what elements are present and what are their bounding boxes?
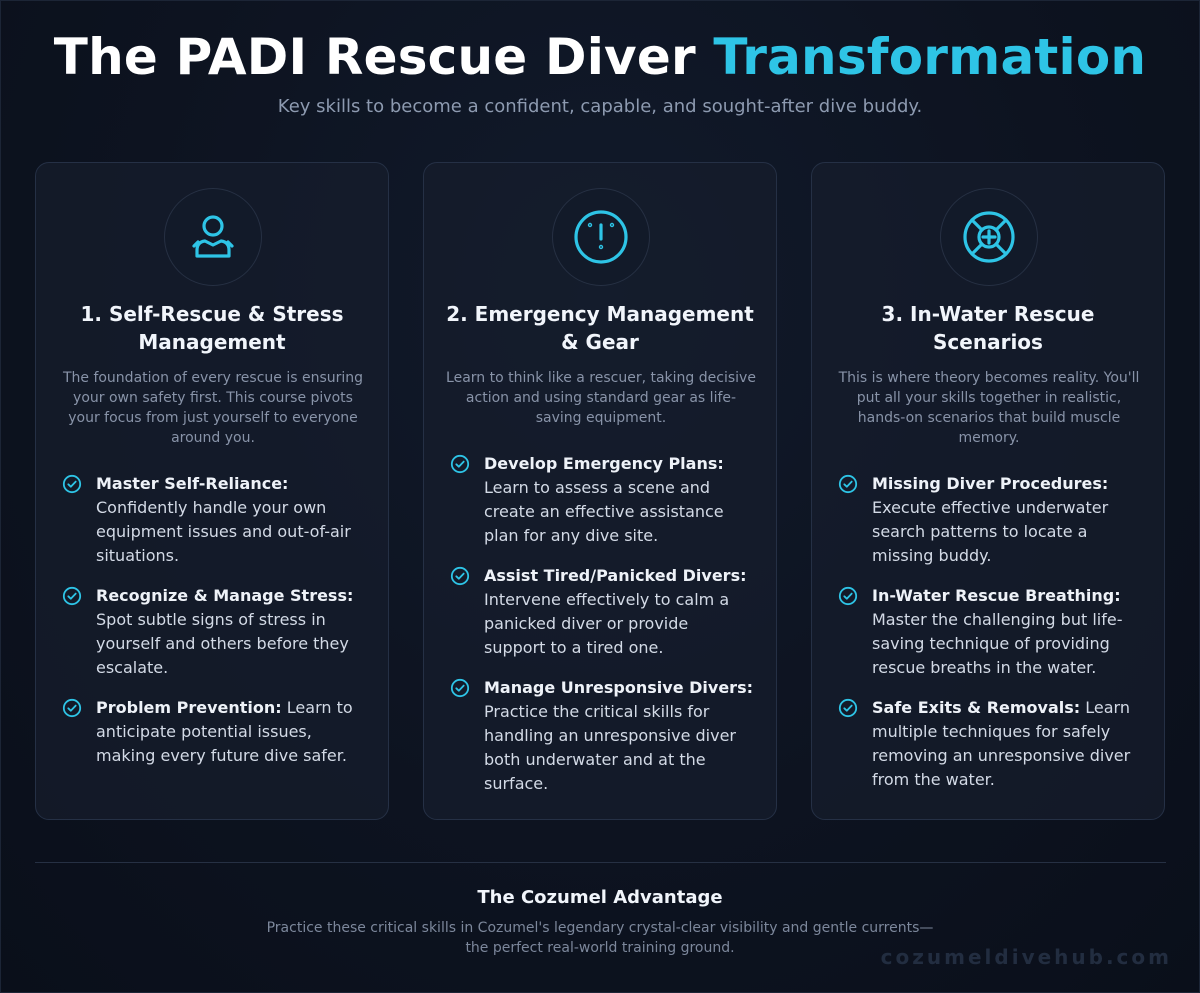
- alert-icon: [574, 210, 628, 264]
- skill-label: Manage Unresponsive Divers:: [484, 678, 753, 697]
- skill-item: Safe Exits & Removals: Learn multiple te…: [838, 696, 1142, 792]
- skill-text: Learn to anticipate potential issues, ma…: [96, 698, 353, 765]
- footer-text: Practice these critical skills in Cozume…: [266, 920, 934, 956]
- skill-item: In-Water Rescue Breathing: Master the ch…: [838, 584, 1142, 680]
- card-description: Learn to think like a rescuer, taking de…: [446, 370, 756, 426]
- card-icon-circle: [552, 188, 650, 286]
- page-title: The PADI Rescue Diver Transformation: [0, 28, 1200, 86]
- card-icon-circle: [164, 188, 262, 286]
- check-circle-icon: [838, 698, 858, 718]
- card-in-water-rescue: 3. In-Water Rescue Scenarios This is whe…: [811, 162, 1165, 820]
- card-icon-circle: [940, 188, 1038, 286]
- check-circle-icon: [838, 586, 858, 606]
- card-title: 3. In-Water Rescue Scenarios: [881, 302, 1095, 354]
- footer-divider: [35, 862, 1166, 863]
- skill-label: Problem Prevention:: [96, 698, 282, 717]
- check-circle-icon: [838, 474, 858, 494]
- page-subtitle: Key skills to become a confident, capabl…: [277, 96, 923, 117]
- skill-label: Master Self-Reliance:: [96, 474, 289, 493]
- skill-label: Missing Diver Procedures:: [872, 474, 1109, 493]
- card-description: The foundation of every rescue is ensuri…: [62, 370, 364, 446]
- skill-list: Develop Emergency Plans: Learn to assess…: [450, 452, 754, 812]
- card-emergency-management: 2. Emergency Management & Gear Learn to …: [423, 162, 777, 820]
- skill-list: Master Self-Reliance: Confidently handle…: [62, 472, 366, 784]
- check-circle-icon: [450, 678, 470, 698]
- title-accent: Transformation: [713, 28, 1147, 86]
- watermark: cozumeldivehub.com: [880, 945, 1172, 969]
- check-circle-icon: [450, 454, 470, 474]
- skill-text: Practice the critical skills for handlin…: [484, 702, 736, 793]
- skill-item: Missing Diver Procedures: Execute effect…: [838, 472, 1142, 568]
- skill-item: Problem Prevention: Learn to anticipate …: [62, 696, 366, 768]
- person-icon: [192, 215, 234, 258]
- skill-label: In-Water Rescue Breathing:: [872, 586, 1121, 605]
- skill-text: Spot subtle signs of stress in yourself …: [96, 610, 349, 677]
- skill-text: Master the challenging but life-saving t…: [872, 610, 1123, 677]
- skill-item: Recognize & Manage Stress: Spot subtle s…: [62, 584, 366, 680]
- skill-label: Assist Tired/Panicked Divers:: [484, 566, 747, 585]
- card-title: 2. Emergency Management & Gear: [446, 302, 754, 354]
- check-circle-icon: [450, 566, 470, 586]
- skill-text: Learn to assess a scene and create an ef…: [484, 478, 724, 545]
- lifebuoy-icon: [963, 211, 1015, 263]
- skill-list: Missing Diver Procedures: Execute effect…: [838, 472, 1142, 808]
- skill-text: Learn multiple techniques for safely rem…: [872, 698, 1131, 789]
- skill-text: Confidently handle your own equipment is…: [96, 498, 351, 565]
- skill-text: Intervene effectively to calm a panicked…: [484, 590, 730, 657]
- footer-title: The Cozumel Advantage: [477, 887, 723, 908]
- check-circle-icon: [62, 586, 82, 606]
- check-circle-icon: [62, 698, 82, 718]
- skill-item: Assist Tired/Panicked Divers: Intervene …: [450, 564, 754, 660]
- skill-label: Safe Exits & Removals:: [872, 698, 1081, 717]
- title-main: The PADI Rescue Diver: [53, 28, 714, 86]
- skill-text: Execute effective underwater search patt…: [872, 498, 1109, 565]
- card-description: This is where theory becomes reality. Yo…: [838, 370, 1140, 446]
- check-circle-icon: [62, 474, 82, 494]
- card-title: 1. Self-Rescue & Stress Management: [80, 302, 344, 354]
- skill-item: Master Self-Reliance: Confidently handle…: [62, 472, 366, 568]
- skill-label: Develop Emergency Plans:: [484, 454, 724, 473]
- skill-label: Recognize & Manage Stress:: [96, 586, 354, 605]
- skill-item: Develop Emergency Plans: Learn to assess…: [450, 452, 754, 548]
- card-self-rescue: 1. Self-Rescue & Stress Management The f…: [35, 162, 389, 820]
- skill-item: Manage Unresponsive Divers: Practice the…: [450, 676, 754, 796]
